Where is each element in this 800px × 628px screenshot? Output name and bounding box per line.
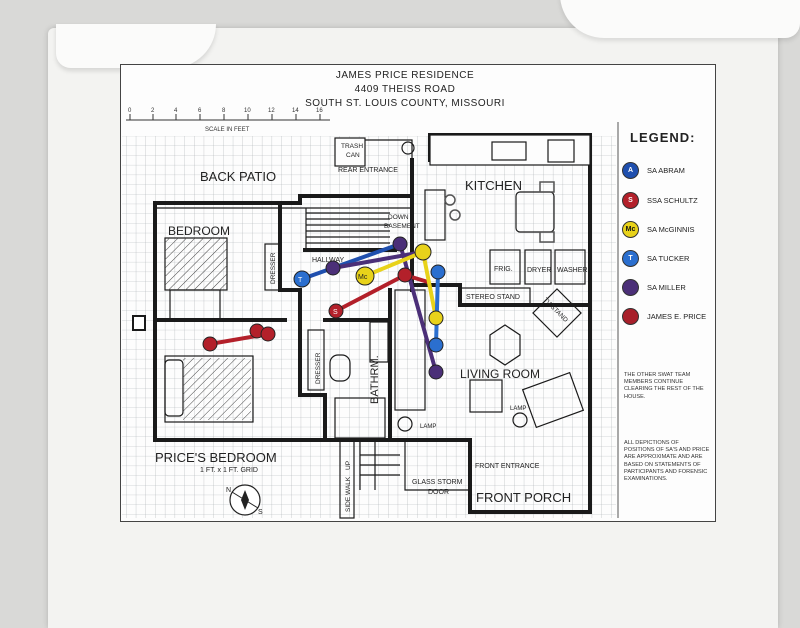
tucker-marker-label: T bbox=[298, 277, 303, 284]
label-side-walk: SIDE WALK bbox=[345, 476, 352, 512]
scale-tick: 2 bbox=[151, 108, 155, 114]
mcginnis-marker bbox=[414, 243, 432, 261]
price-bed-hatch bbox=[183, 358, 251, 420]
label-down: DOWN bbox=[388, 214, 409, 221]
grid-background bbox=[122, 136, 616, 518]
label-kitchen: KITCHEN bbox=[465, 178, 522, 193]
label-dresser-2: DRESSER bbox=[315, 352, 322, 384]
miller-marker bbox=[325, 260, 341, 276]
legend-title: LEGEND: bbox=[630, 130, 696, 145]
label-glass-storm: GLASS STORM bbox=[412, 479, 463, 486]
mcginnis-marker bbox=[428, 310, 444, 326]
scale-tick: 10 bbox=[244, 108, 251, 114]
house-walls bbox=[153, 133, 592, 514]
scale-tick: 14 bbox=[292, 108, 299, 114]
schultz-marker bbox=[328, 303, 344, 319]
label-back-patio: BACK PATIO bbox=[200, 169, 276, 184]
label-bedroom: BEDROOM bbox=[168, 224, 230, 238]
mcginnis-marker-label: Mc bbox=[358, 274, 368, 281]
price-marker bbox=[260, 326, 276, 342]
title-county: SOUTH ST. LOUIS COUNTY, MISSOURI bbox=[305, 98, 505, 109]
label-living-room: LIVING ROOM bbox=[460, 367, 540, 381]
scale-tick: 12 bbox=[268, 108, 275, 114]
miller-marker bbox=[392, 236, 408, 252]
label-washer: WASHER bbox=[557, 267, 587, 274]
bed-hatch bbox=[165, 238, 227, 290]
tucker-marker bbox=[293, 270, 311, 288]
label-front-porch: FRONT PORCH bbox=[476, 490, 571, 505]
legend-marker-abram: A bbox=[622, 161, 639, 179]
page-curl bbox=[56, 24, 216, 68]
label-trash: TRASH bbox=[341, 143, 363, 150]
scale-tick: 0 bbox=[128, 108, 132, 114]
label-rear-entrance: REAR ENTRANCE bbox=[338, 167, 398, 174]
agent-paths bbox=[208, 242, 440, 374]
scale-tick: 6 bbox=[198, 108, 202, 114]
scale-bar bbox=[126, 114, 330, 121]
legend-item-miller: SA MILLER bbox=[622, 277, 686, 297]
legend-item-schultz: S SSA SCHULTZ bbox=[622, 190, 698, 210]
legend-item-abram: A SA ABRAM bbox=[622, 160, 685, 180]
label-up: UP bbox=[345, 461, 352, 470]
legend-note-swat: THE OTHER SWAT TEAM MEMBERS CONTINUE CLE… bbox=[624, 372, 704, 400]
label-bathroom: BATHRM. bbox=[369, 355, 381, 404]
scale-caption: SCALE IN FEET bbox=[205, 127, 250, 133]
scale-tick: 8 bbox=[222, 108, 226, 114]
label-grid-note: 1 FT. x 1 FT. GRID bbox=[200, 467, 258, 474]
label-door: DOOR bbox=[428, 489, 449, 496]
compass-n: N bbox=[226, 487, 231, 494]
agent-markers bbox=[202, 236, 446, 380]
legend-marker-mcginnis: Mc bbox=[622, 220, 639, 238]
thin-lines bbox=[132, 134, 591, 519]
label-stereo-stand: STEREO STAND bbox=[466, 294, 520, 301]
scale-ticks: 0 2 4 6 8 10 12 14 16 bbox=[128, 108, 323, 114]
legend-note-depictions: ALL DEPICTIONS OF POSITIONS OF SA'S AND … bbox=[624, 440, 710, 483]
label-dresser-1: DRESSER bbox=[270, 252, 277, 284]
label-hallway: HALLWAY bbox=[312, 257, 344, 264]
scale-tick: 4 bbox=[174, 108, 178, 114]
schultz-marker-label: S bbox=[333, 309, 338, 316]
legend-marker-price bbox=[622, 307, 639, 325]
scale-tick: 16 bbox=[316, 108, 323, 114]
page-curl-right bbox=[560, 0, 800, 38]
legend-label: SA MILLER bbox=[647, 282, 686, 292]
title-name: JAMES PRICE RESIDENCE bbox=[335, 70, 475, 81]
label-lamp-2: LAMP bbox=[420, 424, 436, 430]
legend-label: SA McGINNIS bbox=[647, 224, 695, 234]
kitchen-stools bbox=[444, 181, 555, 243]
legend-label: SA ABRAM bbox=[647, 165, 685, 175]
label-lamp-1: LAMP bbox=[510, 406, 526, 412]
price-marker bbox=[202, 336, 218, 352]
label-frig: FRIG. bbox=[494, 266, 513, 273]
label-dryer: DRYER bbox=[527, 267, 551, 274]
tucker-marker bbox=[430, 264, 446, 280]
legend-label: SSA SCHULTZ bbox=[647, 195, 698, 205]
legend-marker-schultz: S bbox=[622, 191, 639, 209]
miller-marker bbox=[428, 364, 444, 380]
compass-icon bbox=[229, 484, 261, 516]
mcginnis-marker bbox=[355, 266, 375, 286]
legend-marker-miller bbox=[622, 278, 639, 296]
compass-s: S bbox=[258, 509, 263, 516]
legend-item-mcginnis: Mc SA McGINNIS bbox=[622, 219, 695, 239]
label-prices-bedroom: PRICE'S BEDROOM bbox=[155, 450, 277, 465]
label-front-entrance: FRONT ENTRANCE bbox=[475, 463, 540, 470]
legend-label: SA TUCKER bbox=[647, 253, 690, 263]
title-address: 4409 THEISS ROAD bbox=[354, 84, 456, 95]
tucker-marker bbox=[428, 337, 444, 353]
label-can: CAN bbox=[346, 152, 360, 159]
label-basement: BASEMENT bbox=[384, 223, 420, 230]
legend-item-tucker: T SA TUCKER bbox=[622, 248, 689, 268]
legend-item-price: JAMES E. PRICE bbox=[622, 306, 706, 326]
legend-marker-tucker: T bbox=[622, 249, 639, 267]
schultz-marker bbox=[397, 267, 413, 283]
legend-label: JAMES E. PRICE bbox=[647, 311, 707, 321]
